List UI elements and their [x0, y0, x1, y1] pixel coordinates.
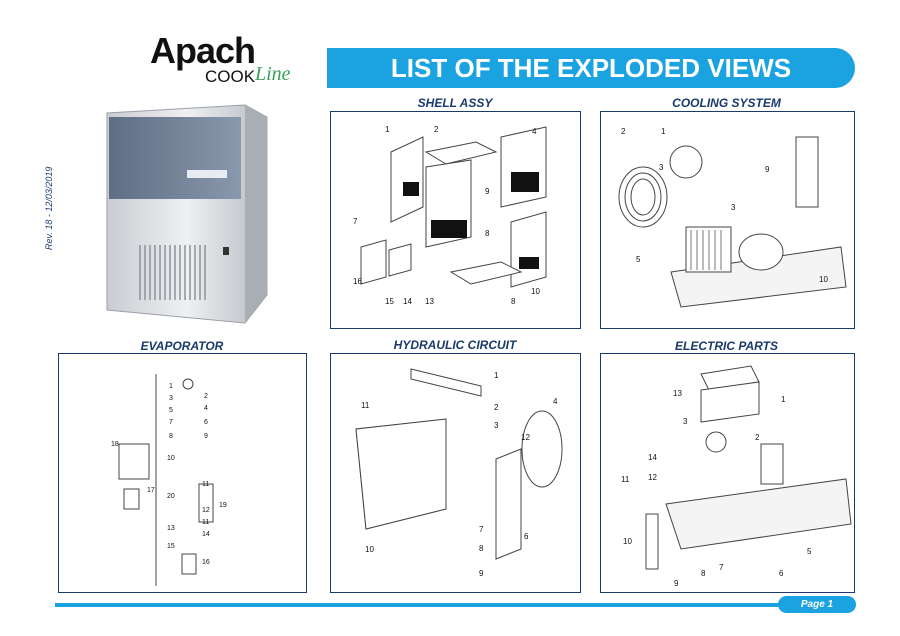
brand-sub-cook: COOK: [205, 67, 256, 86]
svg-text:6: 6: [204, 419, 208, 426]
callout-1: 1: [385, 125, 390, 134]
svg-text:3: 3: [731, 203, 736, 212]
svg-text:4: 4: [532, 127, 537, 136]
svg-text:10: 10: [167, 455, 175, 462]
svg-text:10: 10: [623, 537, 632, 546]
svg-text:13: 13: [167, 525, 175, 532]
brand-logo: Apach: [150, 30, 256, 71]
svg-text:8: 8: [701, 569, 706, 578]
svg-text:5: 5: [807, 547, 812, 556]
svg-text:11: 11: [621, 475, 630, 484]
svg-text:8: 8: [479, 544, 484, 553]
svg-text:10: 10: [531, 287, 540, 296]
svg-text:1: 1: [494, 371, 499, 380]
svg-text:8: 8: [169, 433, 173, 440]
svg-text:5: 5: [636, 255, 641, 264]
svg-text:3: 3: [659, 163, 664, 172]
page-title: LIST OF THE EXPLODED VIEWS: [390, 53, 792, 83]
svg-text:1: 1: [781, 395, 786, 404]
svg-text:12: 12: [521, 433, 530, 442]
svg-text:1: 1: [661, 127, 666, 136]
svg-text:10: 10: [365, 545, 374, 554]
svg-text:19: 19: [219, 502, 227, 509]
svg-text:12: 12: [648, 473, 657, 482]
svg-text:11: 11: [361, 401, 370, 410]
svg-text:13: 13: [673, 389, 682, 398]
svg-text:17: 17: [147, 487, 155, 494]
evaporator-title: EVAPORATOR: [140, 339, 224, 353]
product-image: [106, 104, 268, 324]
svg-text:7: 7: [479, 525, 484, 534]
svg-text:1: 1: [169, 383, 173, 390]
brand-sub-line: Line: [255, 63, 291, 85]
shell-assy-title: SHELL ASSY: [417, 96, 493, 110]
svg-text:2: 2: [494, 403, 499, 412]
svg-text:5: 5: [169, 407, 173, 414]
svg-text:14: 14: [648, 453, 657, 462]
svg-text:7: 7: [353, 217, 358, 226]
svg-text:9: 9: [204, 433, 208, 440]
svg-text:2: 2: [204, 393, 208, 400]
hydraulic-circuit-title: HYDRAULIC CIRCUIT: [393, 338, 517, 352]
svg-text:2: 2: [621, 127, 626, 136]
svg-text:2: 2: [434, 125, 439, 134]
cooling-system-title: COOLING SYSTEM: [672, 96, 781, 110]
revision-text: Rev. 18 - 12/03/2019: [44, 166, 54, 250]
svg-text:16: 16: [353, 277, 362, 286]
svg-text:8: 8: [511, 297, 516, 306]
svg-text:3: 3: [683, 417, 688, 426]
svg-text:9: 9: [674, 579, 679, 588]
svg-text:7: 7: [719, 563, 724, 572]
svg-text:11: 11: [202, 519, 209, 526]
svg-text:9: 9: [765, 165, 770, 174]
svg-text:9: 9: [479, 569, 484, 578]
svg-text:18: 18: [111, 441, 119, 448]
shell-assy-panel[interactable]: 1 2 4 9 7 8 16 15 14 13 8 10: [330, 111, 581, 329]
svg-text:3: 3: [169, 395, 173, 402]
svg-text:3: 3: [494, 421, 499, 430]
svg-text:4: 4: [553, 397, 558, 406]
footer-line: [55, 603, 825, 607]
svg-text:12: 12: [202, 507, 210, 514]
svg-text:4: 4: [204, 405, 208, 412]
svg-text:10: 10: [819, 275, 828, 284]
svg-text:8: 8: [485, 229, 490, 238]
svg-text:16: 16: [202, 559, 210, 566]
svg-text:7: 7: [169, 419, 173, 426]
svg-text:6: 6: [779, 569, 784, 578]
electric-parts-title: ELECTRIC PARTS: [675, 339, 778, 353]
svg-text:14: 14: [403, 297, 412, 306]
svg-text:14: 14: [202, 531, 210, 538]
shell-assy-diagram: 1 2 4 9 7 8 16 15 14 13 8 10: [353, 125, 547, 306]
svg-text:13: 13: [425, 297, 434, 306]
svg-text:2: 2: [755, 433, 760, 442]
svg-text:15: 15: [385, 297, 394, 306]
svg-text:6: 6: [524, 532, 529, 541]
svg-text:11: 11: [202, 481, 209, 488]
cooling-system-panel[interactable]: 2 1 3 9 3 5 10: [600, 111, 855, 329]
svg-text:15: 15: [167, 543, 175, 550]
cooling-system-diagram: 2 1 3 9 3 5 10: [618, 127, 847, 308]
title-banner: [327, 48, 855, 88]
svg-text:20: 20: [167, 493, 175, 500]
svg-text:9: 9: [485, 187, 490, 196]
page-number-badge: Page 1: [778, 596, 856, 613]
